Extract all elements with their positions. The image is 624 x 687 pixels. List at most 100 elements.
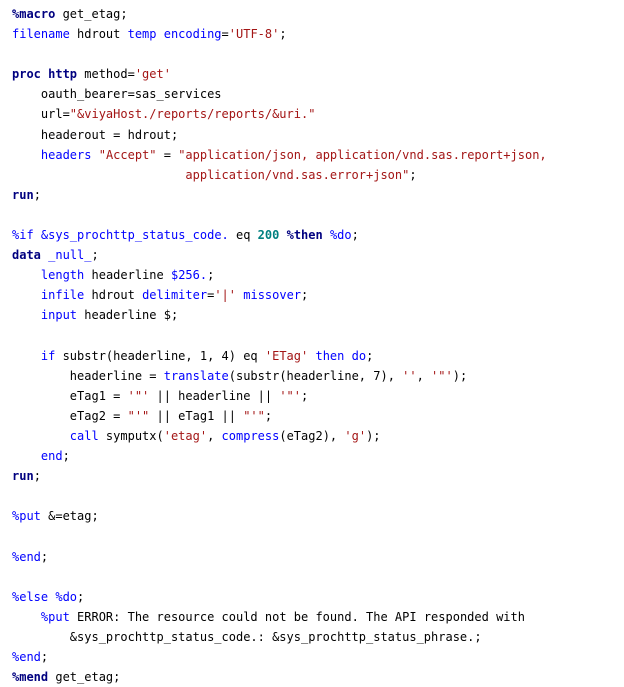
code-token <box>12 610 41 624</box>
code-token: call <box>69 428 99 443</box>
code-line: %put &=etag; <box>12 506 624 526</box>
code-line: headerout = hdrout; <box>12 125 624 145</box>
code-token <box>323 228 330 242</box>
code-token: headerout = hdrout; <box>12 127 179 142</box>
code-token: %do <box>55 589 78 604</box>
code-token: 'g' <box>344 428 367 443</box>
code-token: eTag1 = <box>12 388 128 403</box>
code-token: ; <box>40 650 49 664</box>
code-token: %then <box>286 228 323 243</box>
code-token: 'ETag' <box>264 348 309 363</box>
code-token <box>12 148 41 162</box>
code-token: get_etag; <box>48 670 121 685</box>
code-token: ; <box>77 589 85 604</box>
code-token: delimiter <box>142 288 208 303</box>
code-token: ; <box>62 449 70 464</box>
code-token: %if <box>12 228 34 243</box>
code-token: run <box>12 187 34 202</box>
code-token: = <box>156 147 179 162</box>
code-line: %macro get_etag; <box>12 4 624 24</box>
code-token <box>12 268 41 282</box>
code-line <box>12 205 624 225</box>
code-token <box>12 308 41 322</box>
code-line: %mend get_etag; <box>12 667 624 687</box>
code-token: infile <box>40 288 85 303</box>
code-token: %put <box>12 509 41 524</box>
code-line: end; <box>12 446 624 466</box>
code-token: "Accept" <box>98 147 157 162</box>
code-line: input headerline $; <box>12 305 624 325</box>
code-token: '|' <box>214 288 237 303</box>
code-line: eTag2 = "'" || eTag1 || "'"; <box>12 406 624 426</box>
code-token: ; <box>366 348 374 363</box>
code-line <box>12 486 624 506</box>
code-token <box>344 349 351 363</box>
code-token: $256. <box>170 268 208 283</box>
code-token <box>34 228 41 242</box>
code-token: 'etag' <box>163 428 208 443</box>
code-line: run; <box>12 185 624 205</box>
code-token: '"' <box>127 388 150 403</box>
code-token: %mend <box>12 670 49 685</box>
code-token: then <box>315 348 345 363</box>
code-line: &sys_prochttp_status_code.: &sys_prochtt… <box>12 627 624 647</box>
code-line: proc http method='get' <box>12 64 624 84</box>
code-token: hdrout <box>84 288 143 303</box>
code-token: ; <box>301 388 309 403</box>
code-token: "&viyaHost./reports/reports/&uri." <box>69 107 316 122</box>
code-line: %if &sys_prochttp_status_code. eq 200 %t… <box>12 225 624 245</box>
code-token: ; <box>33 469 41 484</box>
code-token: 'get' <box>134 67 171 82</box>
code-token: oauth_bearer=sas_services <box>12 87 222 102</box>
code-token: 'UTF-8' <box>228 27 280 42</box>
code-token: missover <box>243 288 302 303</box>
code-token: ; <box>91 248 99 263</box>
code-line: length headerline $256.; <box>12 265 624 285</box>
code-line: headerline = translate(substr(headerline… <box>12 366 624 386</box>
code-token: || eTag1 || <box>149 408 244 423</box>
code-token: length <box>40 268 85 283</box>
code-token: end <box>40 449 63 464</box>
code-token: , <box>416 368 432 383</box>
code-line <box>12 526 624 546</box>
code-token: || headerline || <box>149 388 280 403</box>
code-token: '"' <box>279 388 302 403</box>
code-token <box>279 228 286 242</box>
code-line: if substr(headerline, 1, 4) eq 'ETag' th… <box>12 346 624 366</box>
code-token: ; <box>33 187 41 202</box>
code-token: = <box>221 27 229 42</box>
code-token: hdrout <box>69 27 128 42</box>
code-token: url= <box>12 107 70 122</box>
code-token: "application/json, application/vnd.sas.r… <box>178 147 547 162</box>
code-token: symputx( <box>98 428 164 443</box>
code-token: 200 <box>257 228 280 243</box>
code-token <box>12 449 41 463</box>
code-token <box>12 288 41 302</box>
code-token: &sys_prochttp_status_code. <box>40 228 229 243</box>
code-token: ); <box>452 368 468 383</box>
code-line: %put ERROR: The resource could not be fo… <box>12 607 624 627</box>
code-line: url="&viyaHost./reports/reports/&uri." <box>12 104 624 124</box>
code-token: "'" <box>243 408 265 423</box>
code-token: headerline <box>84 268 171 283</box>
code-token: headers <box>40 147 92 162</box>
code-token: run <box>12 469 34 484</box>
code-token: translate <box>163 368 229 383</box>
code-token: %end <box>12 650 41 664</box>
code-line: %end; <box>12 547 624 567</box>
code-token: if <box>40 348 56 363</box>
code-token: ; <box>409 167 417 182</box>
code-token: %macro <box>12 7 56 21</box>
code-token: application/vnd.sas.error+json" <box>12 167 410 182</box>
code-token <box>12 349 41 363</box>
code-token: encoding <box>163 27 222 42</box>
code-token: = <box>207 288 215 303</box>
code-token: ; <box>264 408 273 423</box>
code-token: ; <box>207 268 215 283</box>
code-line: run; <box>12 466 624 486</box>
code-line: filename hdrout temp encoding='UTF-8'; <box>12 24 624 44</box>
code-token: %else <box>12 589 49 604</box>
code-token <box>12 429 70 443</box>
code-token: headerline = <box>12 368 164 383</box>
